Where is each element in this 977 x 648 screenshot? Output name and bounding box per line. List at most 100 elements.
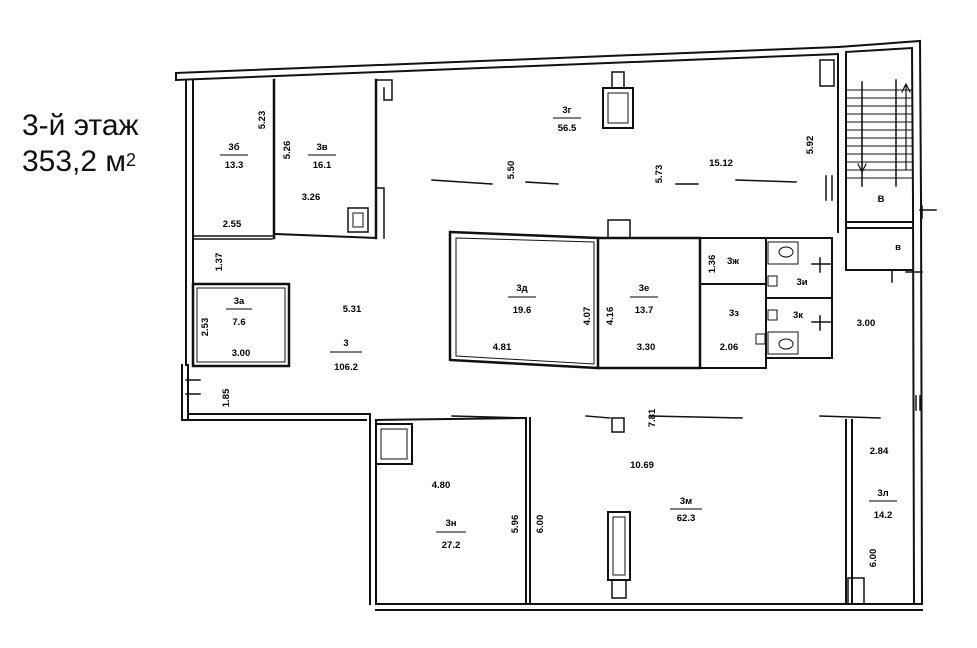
wall-3z	[699, 283, 767, 369]
floor-title: 3-й этаж	[22, 109, 139, 142]
room-3v-name: 3в	[316, 142, 327, 153]
stair-block-wall	[836, 39, 923, 202]
wall-3l-top	[819, 415, 881, 419]
room-3e-area: 13.7	[635, 305, 654, 316]
dim-label: 2.84	[870, 446, 889, 457]
room-3g-name: 3г	[562, 105, 571, 116]
wall-3d-inner	[455, 237, 595, 365]
room-3m: 3м 62.3	[670, 496, 702, 524]
shaft-3m-inner	[612, 516, 626, 576]
floor-heading: 3-й этаж 353,2 м2	[22, 108, 139, 180]
floor-area: 353,2 м2	[22, 144, 139, 180]
dim-label: 5.26	[282, 141, 293, 160]
vestibule-wall	[845, 221, 914, 229]
room-3d-area: 19.6	[513, 305, 532, 316]
room-3e-name: 3е	[639, 283, 650, 294]
dim-label: 2.06	[720, 342, 739, 353]
column-top-right	[819, 59, 835, 87]
room-3l-area: 14.2	[874, 510, 893, 521]
wall-3a	[191, 282, 291, 368]
dim-label: 3.00	[857, 318, 876, 329]
outer-wall-bottom	[375, 603, 923, 611]
shaft-3g-pipe	[611, 71, 625, 89]
dim-label: 2.53	[200, 318, 211, 337]
wall-3a-inner	[196, 287, 286, 363]
sink-icon	[767, 275, 778, 287]
room-3m-name: 3м	[680, 496, 692, 507]
shaft-3m-pipe	[611, 579, 627, 599]
room-3n-name: 3н	[445, 518, 456, 529]
column-3v	[347, 207, 369, 233]
sink-icon	[767, 309, 778, 321]
dim-label: 4.07	[582, 307, 593, 326]
dim-label: 6.00	[868, 549, 879, 568]
wc-stall-1	[767, 241, 799, 265]
dim-label: 3.00	[232, 348, 251, 359]
shaft-3m	[607, 511, 631, 581]
dim-label: 4.16	[605, 307, 616, 326]
wall-3k	[765, 297, 833, 359]
dim-label: 1.37	[214, 253, 225, 272]
shaft-3g	[602, 87, 634, 129]
stair-wall-lower	[837, 53, 847, 233]
column-mid	[611, 417, 625, 433]
column-3v-inner	[352, 212, 364, 228]
dim-label: 5.31	[343, 304, 362, 315]
room-V-name: В	[878, 194, 885, 205]
stair-treads	[845, 89, 913, 179]
dimension-labels: 5.23 5.26 3.26 2.55 1.37 2.53 3.00 5.31 …	[200, 111, 889, 568]
dim-label: 4.81	[493, 342, 512, 353]
dim-label: 3.30	[637, 342, 656, 353]
room-3n: 3н 27.2	[436, 518, 466, 551]
dim-label: 1.36	[707, 255, 718, 274]
shaft-3g-inner	[607, 92, 629, 124]
room-3m-area: 62.3	[677, 513, 696, 524]
column-left-3n-inner	[380, 428, 408, 460]
toilet-icon	[778, 246, 794, 258]
room-3a-name: 3а	[234, 296, 245, 307]
outer-wall-left-lower	[181, 364, 189, 421]
room-3: 3 106.2	[330, 338, 362, 373]
room-3z-name: 3з	[729, 308, 739, 319]
room-3-area: 106.2	[334, 362, 358, 373]
room-v-name: в	[895, 242, 901, 253]
wall-3l-left	[845, 419, 853, 605]
floor-area-value: 353,2 м	[22, 145, 127, 178]
room-3v: 3в 16.1	[308, 142, 336, 171]
sink-icon	[755, 333, 766, 345]
wall-3v-bottom	[274, 232, 378, 240]
room-3zh-name: 3ж	[727, 256, 739, 267]
room-3g: 3г 56.5	[553, 105, 581, 134]
room-3a-area: 7.6	[232, 317, 245, 328]
room-3v-area: 16.1	[313, 160, 332, 171]
dim-label: 5.96	[510, 515, 521, 534]
wall-3b-bottom	[192, 235, 273, 240]
vent-3v	[375, 187, 385, 239]
room-3g-area: 56.5	[558, 123, 577, 134]
outer-wall-left-bottom	[181, 413, 371, 421]
opening-marks	[185, 175, 937, 419]
column-3l	[847, 577, 865, 605]
toilet-icon	[778, 338, 794, 350]
notch-top-3v	[375, 79, 393, 101]
dim-label: 1.85	[221, 388, 232, 407]
stair-arrow-up-icon	[901, 82, 911, 171]
column-3e	[607, 219, 631, 239]
outer-wall-top	[174, 45, 840, 82]
dim-label: 6.00	[535, 515, 546, 534]
room-3e: 3е 13.7	[630, 283, 658, 316]
wall-3n-left	[369, 413, 377, 605]
dim-label: 7.81	[647, 408, 658, 427]
vestibule-small-wall	[845, 231, 914, 271]
room-3b-area: 13.3	[225, 160, 244, 171]
dim-label: 2.55	[223, 219, 242, 230]
wall-3n-top	[374, 416, 528, 422]
room-3i-name: 3и	[796, 277, 807, 288]
room-labels: 3б 13.3 3в 16.1 3г 56.5 3а 7.6 3 106.2 3…	[220, 105, 901, 551]
room-3k-name: 3к	[793, 310, 803, 321]
room-3a: 3а 7.6	[226, 296, 252, 328]
dim-label: 10.69	[630, 460, 654, 471]
wall-3n-3m	[525, 417, 531, 605]
room-3-name: 3	[343, 338, 348, 349]
